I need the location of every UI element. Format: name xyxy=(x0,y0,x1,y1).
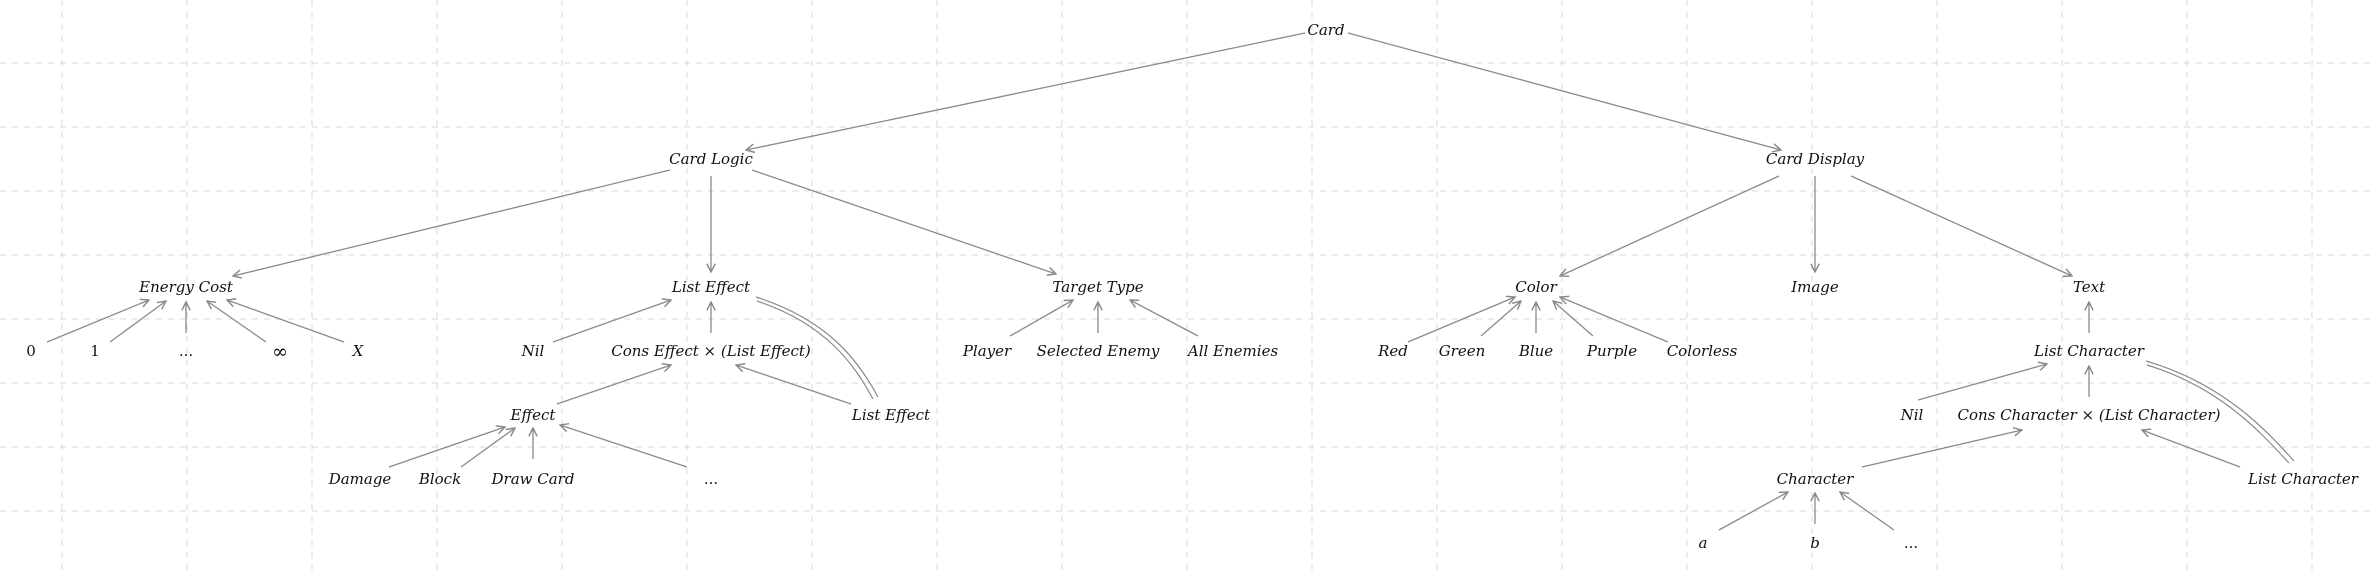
edges xyxy=(46,32,2295,531)
edge-logic-energy xyxy=(233,169,671,276)
edge-display-text xyxy=(1850,175,2072,276)
edge-character-cons xyxy=(1861,430,2022,468)
node-character: Character xyxy=(1777,470,1854,488)
edge-costinf xyxy=(207,301,267,343)
node-color: Color xyxy=(1515,278,1557,296)
node-block: Block xyxy=(418,470,461,488)
edge-logic-target xyxy=(751,169,1056,274)
node-char-dots: ... xyxy=(1904,534,1918,552)
edge-effectdots xyxy=(560,425,688,468)
edge-cost1 xyxy=(109,301,166,343)
node-card: Card xyxy=(1307,21,1344,39)
edge-char-dots xyxy=(1840,492,1895,531)
node-cons-character: Cons Character × (List Character) xyxy=(1957,406,2220,424)
node-blue: Blue xyxy=(1518,342,1553,360)
node-draw-card: Draw Card xyxy=(491,470,575,488)
edge-player xyxy=(1009,300,1073,337)
node-effect: Effect xyxy=(510,406,557,424)
edge-cost0 xyxy=(46,300,149,343)
node-nil-character: Nil xyxy=(1900,406,1924,424)
edge-listeffect-cons xyxy=(736,365,852,405)
node-list-character-recursive: List Character xyxy=(2247,470,2359,488)
node-selected-enemy: Selected Enemy xyxy=(1037,342,1160,360)
recursion-line-char-b xyxy=(2146,364,2290,464)
edge-damage xyxy=(388,427,505,468)
node-all-enemies: All Enemies xyxy=(1186,342,1279,360)
node-green: Green xyxy=(1439,342,1486,360)
node-cost-1: 1 xyxy=(90,342,100,360)
edge-effect-cons xyxy=(556,365,671,405)
recursion-line-char-a xyxy=(2145,360,2295,462)
edge-block xyxy=(460,428,515,468)
node-list-character: List Character xyxy=(2033,342,2145,360)
node-card-logic: Card Logic xyxy=(669,150,753,168)
edge-red xyxy=(1407,297,1515,343)
node-list-effect-recursive: List Effect xyxy=(851,406,931,424)
edge-card-logic xyxy=(746,32,1306,150)
node-char-a: a xyxy=(1699,534,1708,552)
node-char-b: b xyxy=(1810,534,1820,552)
node-target-type: Target Type xyxy=(1052,278,1143,296)
node-text: Text xyxy=(2073,278,2106,296)
node-cons-effect: Cons Effect × (List Effect) xyxy=(611,342,811,360)
edge-listchar-rec-cons xyxy=(2142,430,2241,468)
node-player: Player xyxy=(962,342,1012,360)
node-cost-x: X xyxy=(352,342,365,360)
node-list-effect: List Effect xyxy=(671,278,751,296)
node-cost-0: 0 xyxy=(26,342,36,360)
edge-costx xyxy=(227,300,345,343)
node-image: Image xyxy=(1790,278,1839,296)
node-damage: Damage xyxy=(328,470,392,488)
edge-card-display xyxy=(1347,32,1781,150)
node-energy-cost: Energy Cost xyxy=(138,278,234,296)
node-cost-infinity: ∞ xyxy=(272,341,288,363)
edge-colorless xyxy=(1560,297,1669,343)
node-effect-dots: ... xyxy=(704,470,718,488)
node-labels: Card Card Logic Card Display Energy Cost… xyxy=(26,21,2359,552)
edge-display-color xyxy=(1560,175,1780,276)
edge-green xyxy=(1480,301,1521,337)
recursion-line-effect-a xyxy=(755,296,879,398)
edge-nil-effect xyxy=(552,300,671,343)
node-nil-effect: Nil xyxy=(521,342,545,360)
edge-nil-char xyxy=(1917,364,2047,401)
node-colorless: Colorless xyxy=(1667,342,1738,360)
node-red: Red xyxy=(1377,342,1408,360)
recursion-line-effect-b xyxy=(756,300,874,400)
edge-purple xyxy=(1553,301,1594,337)
node-card-display: Card Display xyxy=(1766,150,1865,168)
node-purple: Purple xyxy=(1586,342,1637,360)
edge-char-a xyxy=(1718,492,1788,531)
node-cost-dots: ... xyxy=(179,342,193,360)
edge-all-enemies xyxy=(1130,300,1199,337)
